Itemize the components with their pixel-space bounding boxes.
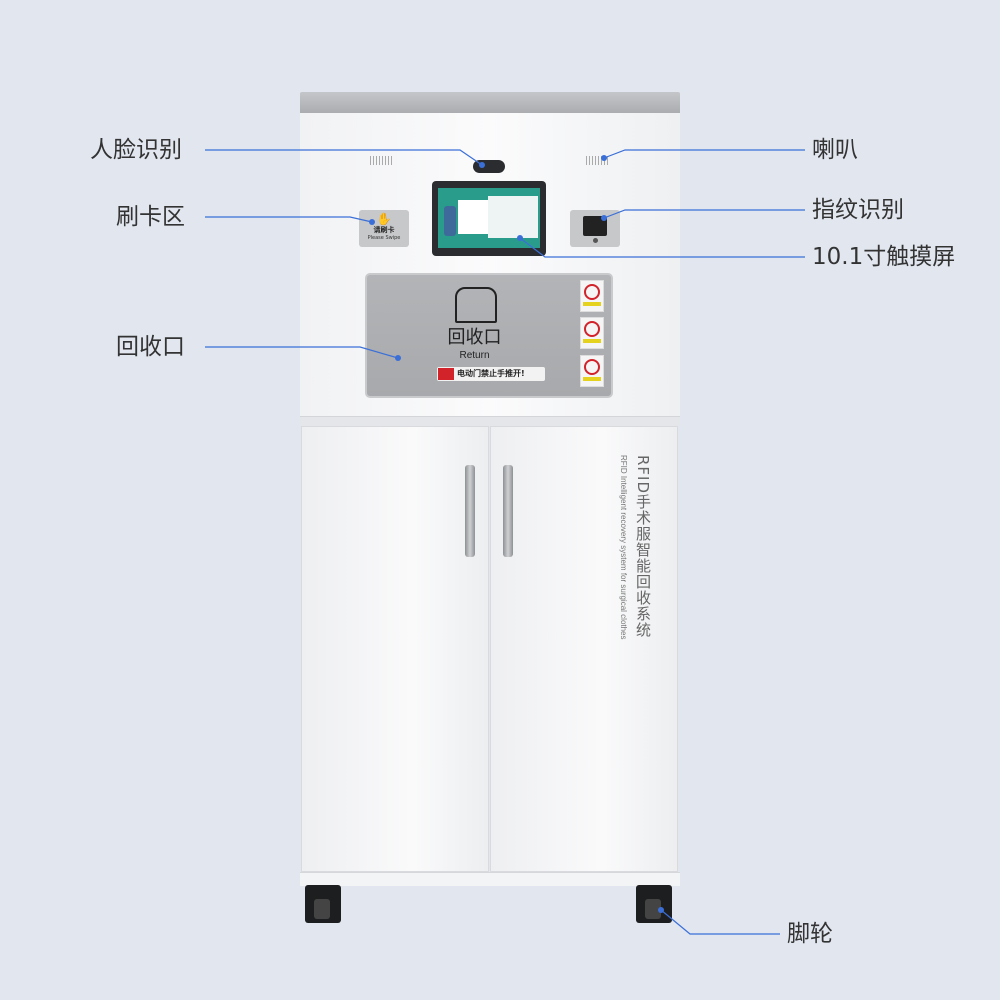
label-card-area: 刷卡区 [116,204,185,230]
no-sharp-sign-icon [580,317,604,349]
warning-label: 电动门禁止手推开! [437,367,545,381]
warning-text: 电动门禁止手推开! [457,369,525,378]
side-title: RFID手术服智能回收系统 [634,455,652,639]
side-subtitle: RFID Intelligent recovery system for sur… [619,455,628,640]
leader-fingerprint [603,209,805,219]
label-touch-screen: 10.1寸触摸屏 [812,244,956,270]
label-return-port: 回收口 [116,334,185,360]
label-face-recognition: 人脸识别 [90,137,182,163]
label-fingerprint: 指纹识别 [812,197,904,223]
label-speaker: 喇叭 [812,137,858,163]
cabinet-base [300,872,680,886]
fingerprint-led [592,238,598,243]
no-liquid-sign-icon [580,355,604,387]
cabinet-top-band [300,92,680,114]
card-reader-sub: Please Swipe [367,235,401,241]
speaker-grille-left [370,156,392,165]
right-door-handle[interactable] [503,465,513,557]
screen-panel [488,196,538,238]
fingerprint-reader [570,210,620,247]
return-port[interactable]: 回收口 Return 电动门禁止手推开! [365,273,613,398]
no-push-icon [438,368,454,380]
card-reader-text: 请刷卡 [373,226,395,234]
left-door[interactable] [301,426,489,872]
no-fire-sign-icon [580,280,604,312]
leader-card [205,216,373,223]
return-sub: Return [459,350,490,361]
cabinet-divider [300,416,680,426]
label-caster: 脚轮 [787,921,833,947]
leader-caster [660,909,780,935]
garment-icon [455,287,497,323]
leader-screen [519,237,805,258]
left-door-handle[interactable] [465,465,475,557]
screen-figure [444,206,456,236]
fingerprint-sensor-icon [583,216,607,236]
return-title: 回收口 [447,327,502,348]
card-swipe-icon: ✋ [376,212,392,226]
caster-wheel-left-icon [305,885,341,923]
leader-speaker [603,149,805,159]
caster-wheel-right-icon [636,885,672,923]
leader-face [205,149,483,166]
card-reader: ✋ 请刷卡 Please Swipe [359,210,409,247]
leader-return [205,346,399,359]
right-door[interactable] [490,426,678,872]
speaker-grille-right [586,156,608,165]
